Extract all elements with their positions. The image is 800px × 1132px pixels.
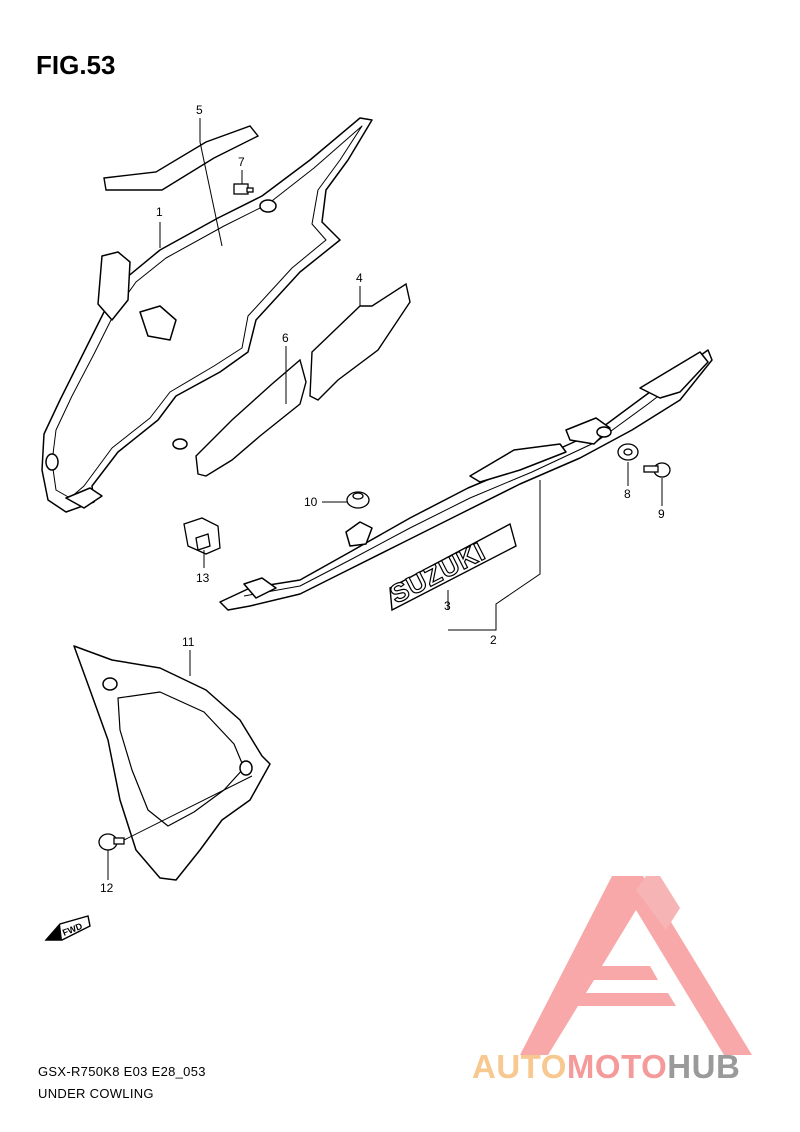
callout-8: 8 [624, 487, 631, 501]
callout-13: 13 [196, 571, 210, 585]
decal-text: SUZUKI [385, 536, 490, 609]
figure-title: FIG.53 [36, 50, 116, 80]
callout-3: 3 [444, 599, 451, 613]
watermark-part-hub: HUB [667, 1048, 741, 1085]
callout-1: 1 [156, 205, 163, 219]
callout-9: 9 [658, 507, 665, 521]
watermark-part-auto: AUTO [472, 1048, 567, 1085]
fwd-arrow-icon: FWD [44, 915, 91, 941]
section-name: UNDER COWLING [38, 1086, 154, 1101]
part-9-screw [643, 462, 671, 478]
part-8-grommet [617, 443, 639, 461]
part-12-bolt [98, 833, 125, 851]
callout-4: 4 [356, 271, 363, 285]
part-6-pad [195, 358, 307, 477]
leader-lines [107, 118, 663, 880]
part-7-bolt [233, 183, 254, 195]
callout-5: 5 [196, 103, 203, 117]
callout-7: 7 [238, 155, 245, 169]
part-10-grommet [346, 491, 370, 509]
watermark-part-moto: MOTO [566, 1048, 668, 1085]
part-11-inner-cover [73, 645, 271, 881]
part-5-bracket [103, 125, 260, 191]
watermark-text: AUTOMOTOHUB [472, 1048, 740, 1086]
callout-6: 6 [282, 331, 289, 345]
part-1-side-cowling [41, 117, 373, 513]
callout-12: 12 [100, 881, 114, 895]
callout-10: 10 [304, 495, 318, 509]
callout-11: 11 [182, 635, 195, 649]
part-4-pad [309, 282, 411, 401]
model-code: GSX-R750K8 E03 E28_053 [38, 1064, 206, 1079]
watermark-logo-icon [520, 876, 752, 1055]
part-2-under-cowling [219, 349, 713, 611]
callout-2: 2 [490, 633, 497, 647]
part-13-clip [183, 517, 221, 555]
